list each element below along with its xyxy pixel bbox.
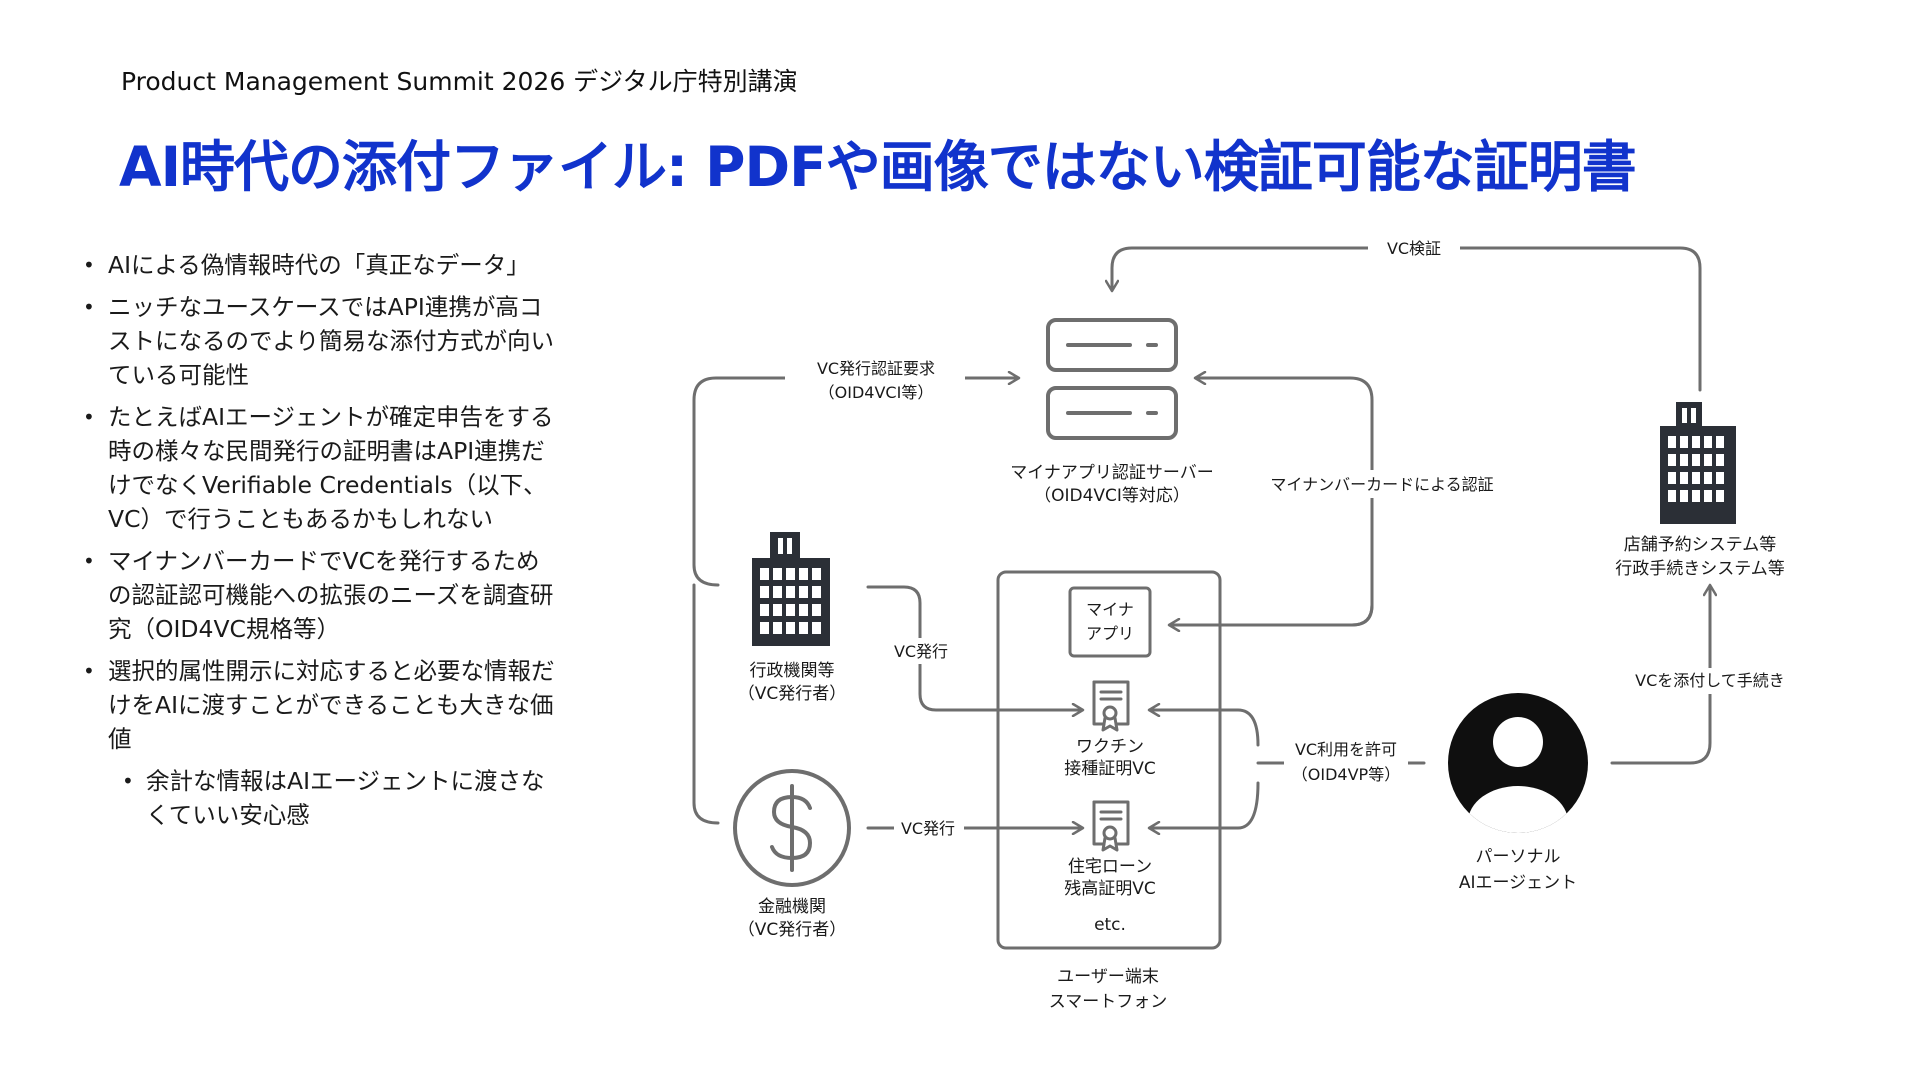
gov-label-sub: （VC発行者） (738, 684, 847, 704)
edge-permit-vaccine (1150, 710, 1260, 747)
certificate-icon (1092, 680, 1130, 732)
label-issue-gov: VC発行 (894, 642, 948, 661)
mynumber-app-box (1068, 586, 1152, 658)
sub-bullet-list: 余計な情報はAIエージェントに渡さなくていい安心感 (108, 764, 560, 832)
vaccine-label-sub: 接種証明VC (1064, 759, 1156, 779)
agent-label-sub: AIエージェント (1459, 873, 1577, 893)
bullet-item: ニッチなユースケースではAPI連携が高コストになるのでより簡易な添付方式が向いて… (80, 290, 560, 392)
bank-label: 金融機関 (758, 897, 826, 917)
dollar-coin-icon (733, 769, 851, 887)
certificate-icon (1092, 800, 1130, 852)
edge-mynumber-auth-app (1170, 603, 1374, 625)
user-device-box (996, 570, 1222, 950)
agent-label: パーソナル (1476, 847, 1561, 867)
gov-label: 行政機関等 (750, 661, 835, 681)
bullet-text: 選択的属性開示に対応すると必要な情報だけをAIに渡すことができることも大きな価値 (108, 657, 555, 753)
label-vc-verify: VC検証 (1387, 239, 1441, 258)
store-label: 店舗予約システム等 (1624, 535, 1777, 555)
edge-permit-loan (1150, 781, 1260, 828)
device-label: ユーザー端末 (1057, 967, 1159, 987)
app-label-sub: アプリ (1086, 624, 1134, 643)
server-label: マイナアプリ認証サーバー (1010, 463, 1214, 483)
edge-attach (1610, 586, 1710, 765)
edge-issue-request-bank (692, 583, 720, 825)
edge-mynumber-auth (1168, 378, 1374, 627)
edge-vc-verify (1112, 246, 1702, 392)
label-issue-request: VC発行認証要求 (817, 359, 935, 378)
label-permit: VC利用を許可 (1295, 740, 1397, 759)
label-issue-request-sub: （OID4VCI等） (819, 383, 934, 402)
building-icon (1660, 402, 1736, 524)
bank-label-sub: （VC発行者） (738, 920, 847, 940)
presentation-subtitle: Product Management Summit 2026 デジタル庁特別講演 (121, 67, 798, 96)
label-issue-bank: VC発行 (901, 819, 955, 838)
sub-bullet-item: 余計な情報はAIエージェントに渡さなくていい安心感 (108, 764, 560, 832)
building-icon (752, 532, 830, 646)
server-icon (1046, 318, 1178, 440)
bullet-item: マイナンバーカードでVCを発行するための認証認可機能への拡張のニーズを調査研究（… (80, 544, 560, 646)
loan-label-sub: 残高証明VC (1064, 879, 1156, 899)
label-permit-sub: （OID4VP等） (1292, 765, 1400, 784)
loan-label: 住宅ローン (1068, 857, 1152, 877)
slide-title: AI時代の添付ファイル: PDFや画像ではない検証可能な証明書 (119, 135, 1637, 199)
device-label-sub: スマートフォン (1049, 992, 1168, 1012)
bullet-item: 選択的属性開示に対応すると必要な情報だけをAIに渡すことができることも大きな価値… (80, 654, 560, 832)
etc-label: etc. (1094, 915, 1126, 935)
edge-issue-request (692, 378, 1018, 587)
store-label-sub: 行政手続きシステム等 (1615, 559, 1785, 579)
label-mynumber-auth: マイナンバーカードによる認証 (1270, 475, 1493, 494)
user-avatar-icon (1448, 693, 1588, 833)
bullet-item: たとえばAIエージェントが確定申告をする時の様々な民間発行の証明書はAPI連携だ… (80, 400, 560, 536)
bullet-list: AIによる偽情報時代の「真正なデータ」 ニッチなユースケースではAPI連携が高コ… (80, 248, 560, 840)
vaccine-label: ワクチン (1076, 737, 1144, 757)
bullet-item: AIによる偽情報時代の「真正なデータ」 (80, 248, 560, 282)
app-label: マイナ (1086, 600, 1134, 619)
server-label-sub: （OID4VCI等対応） (1034, 486, 1190, 506)
label-attach: VCを添付して手続き (1635, 671, 1785, 690)
